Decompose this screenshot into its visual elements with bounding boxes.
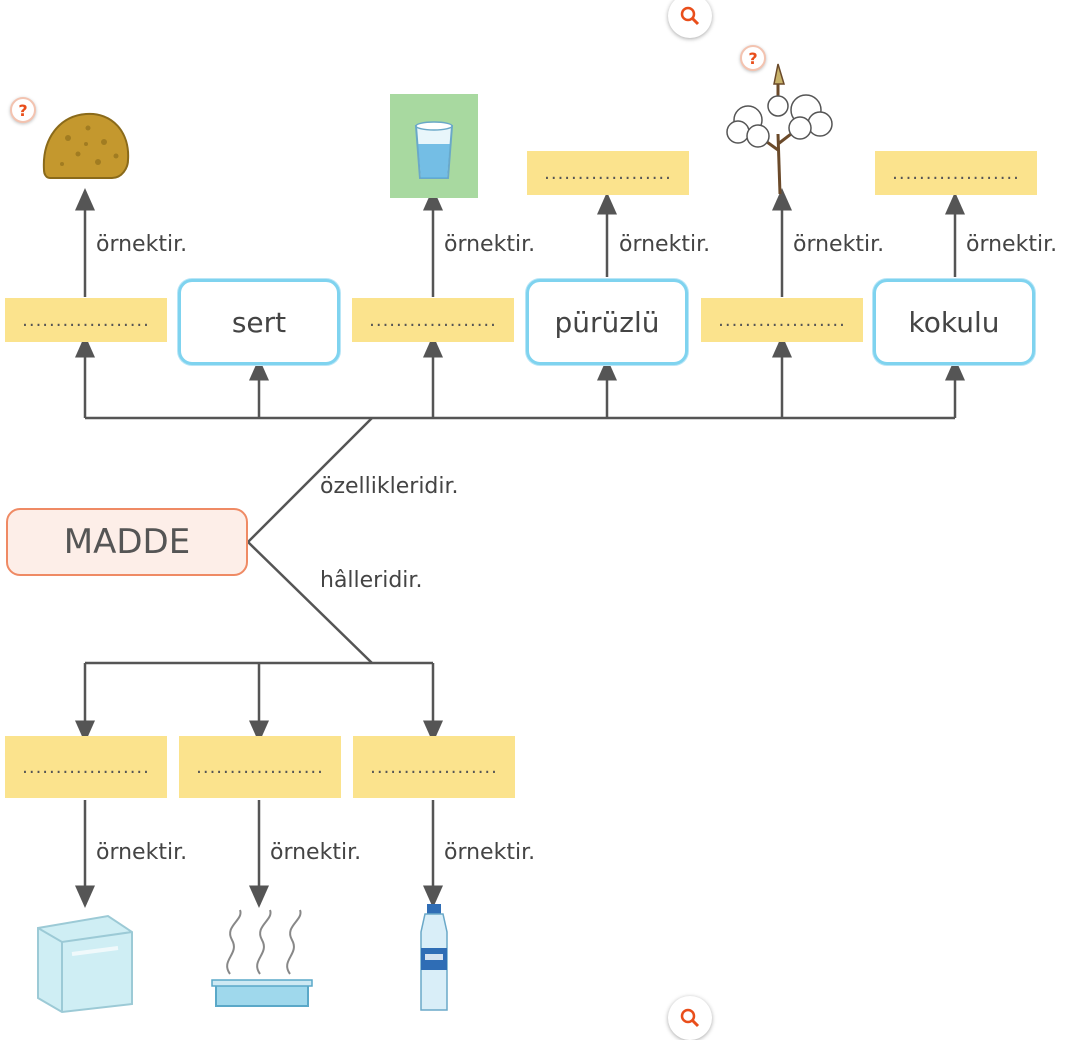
property-sert: sert (178, 279, 340, 365)
property-puruzlu: pürüzlü (526, 279, 688, 365)
cotton-plant-image (726, 63, 833, 195)
blank-state-3[interactable]: ................... (353, 736, 515, 798)
concept-map-connectors (75, 188, 965, 908)
blank-state-2[interactable]: ................... (179, 736, 341, 798)
branch-label-states: hâlleridir. (320, 568, 423, 593)
ice-cube-image (37, 914, 133, 1014)
example-label: örnektir. (444, 840, 536, 865)
water-bottle-image (420, 904, 448, 1011)
question-mark-icon[interactable]: ? (740, 45, 766, 71)
blank-example-kokulu[interactable]: ................... (875, 151, 1037, 195)
example-label: örnektir. (270, 840, 362, 865)
blank-property-1[interactable]: ................... (5, 298, 167, 342)
blank-property-2[interactable]: ................... (352, 298, 514, 342)
question-mark-icon[interactable]: ? (10, 97, 36, 123)
blank-example-puruzlu[interactable]: ................... (527, 151, 689, 195)
glass-of-water-image (390, 94, 478, 198)
example-label: örnektir. (96, 232, 188, 257)
magnifier-icon[interactable] (668, 996, 712, 1040)
blank-property-3[interactable]: ................... (701, 298, 863, 342)
sponge-image (42, 112, 130, 179)
magnifier-icon[interactable] (668, 0, 712, 38)
example-label: örnektir. (444, 232, 536, 257)
property-kokulu: kokulu (873, 279, 1035, 365)
branch-label-properties: özellikleridir. (320, 474, 459, 499)
example-label: örnektir. (793, 232, 885, 257)
blank-state-1[interactable]: ................... (5, 736, 167, 798)
steaming-water-image (211, 909, 313, 1007)
example-label: örnektir. (96, 840, 188, 865)
concept-madde: MADDE (6, 508, 248, 576)
example-label: örnektir. (966, 232, 1058, 257)
example-label: örnektir. (619, 232, 711, 257)
